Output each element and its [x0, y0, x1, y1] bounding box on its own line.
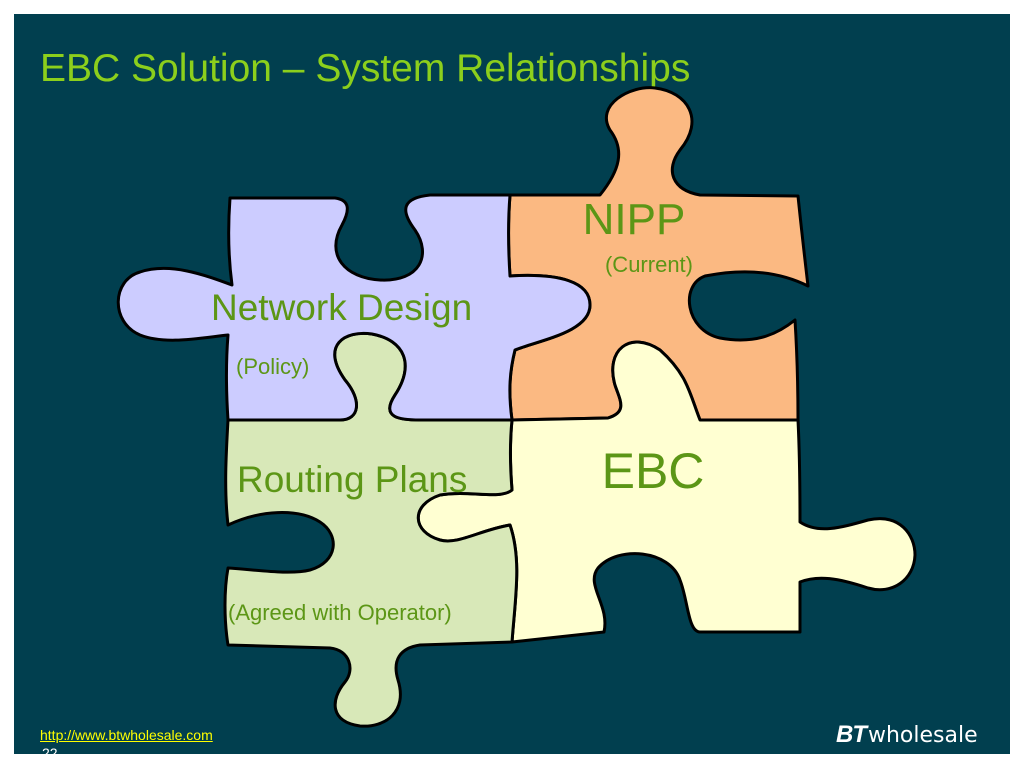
logo-word: wholesale	[868, 723, 978, 748]
page-number: 22	[42, 745, 58, 754]
bt-wholesale-logo: BTwholesale	[836, 720, 978, 753]
network-design-piece	[116, 193, 592, 422]
ebc-title: EBC	[602, 443, 705, 499]
logo-mark: BT	[836, 721, 867, 748]
network-design-subtitle: (Policy)	[236, 354, 309, 379]
network-design-title: Network Design	[211, 287, 472, 328]
routing-plans-subtitle: (Agreed with Operator)	[228, 600, 452, 625]
routing-plans-title: Routing Plans	[237, 459, 467, 500]
nipp-title: NIPP	[583, 195, 686, 244]
footer-link[interactable]: http://www.btwholesale.com	[40, 727, 213, 743]
nipp-subtitle: (Current)	[605, 252, 693, 277]
slide-title: EBC Solution – System Relationships	[40, 47, 691, 90]
